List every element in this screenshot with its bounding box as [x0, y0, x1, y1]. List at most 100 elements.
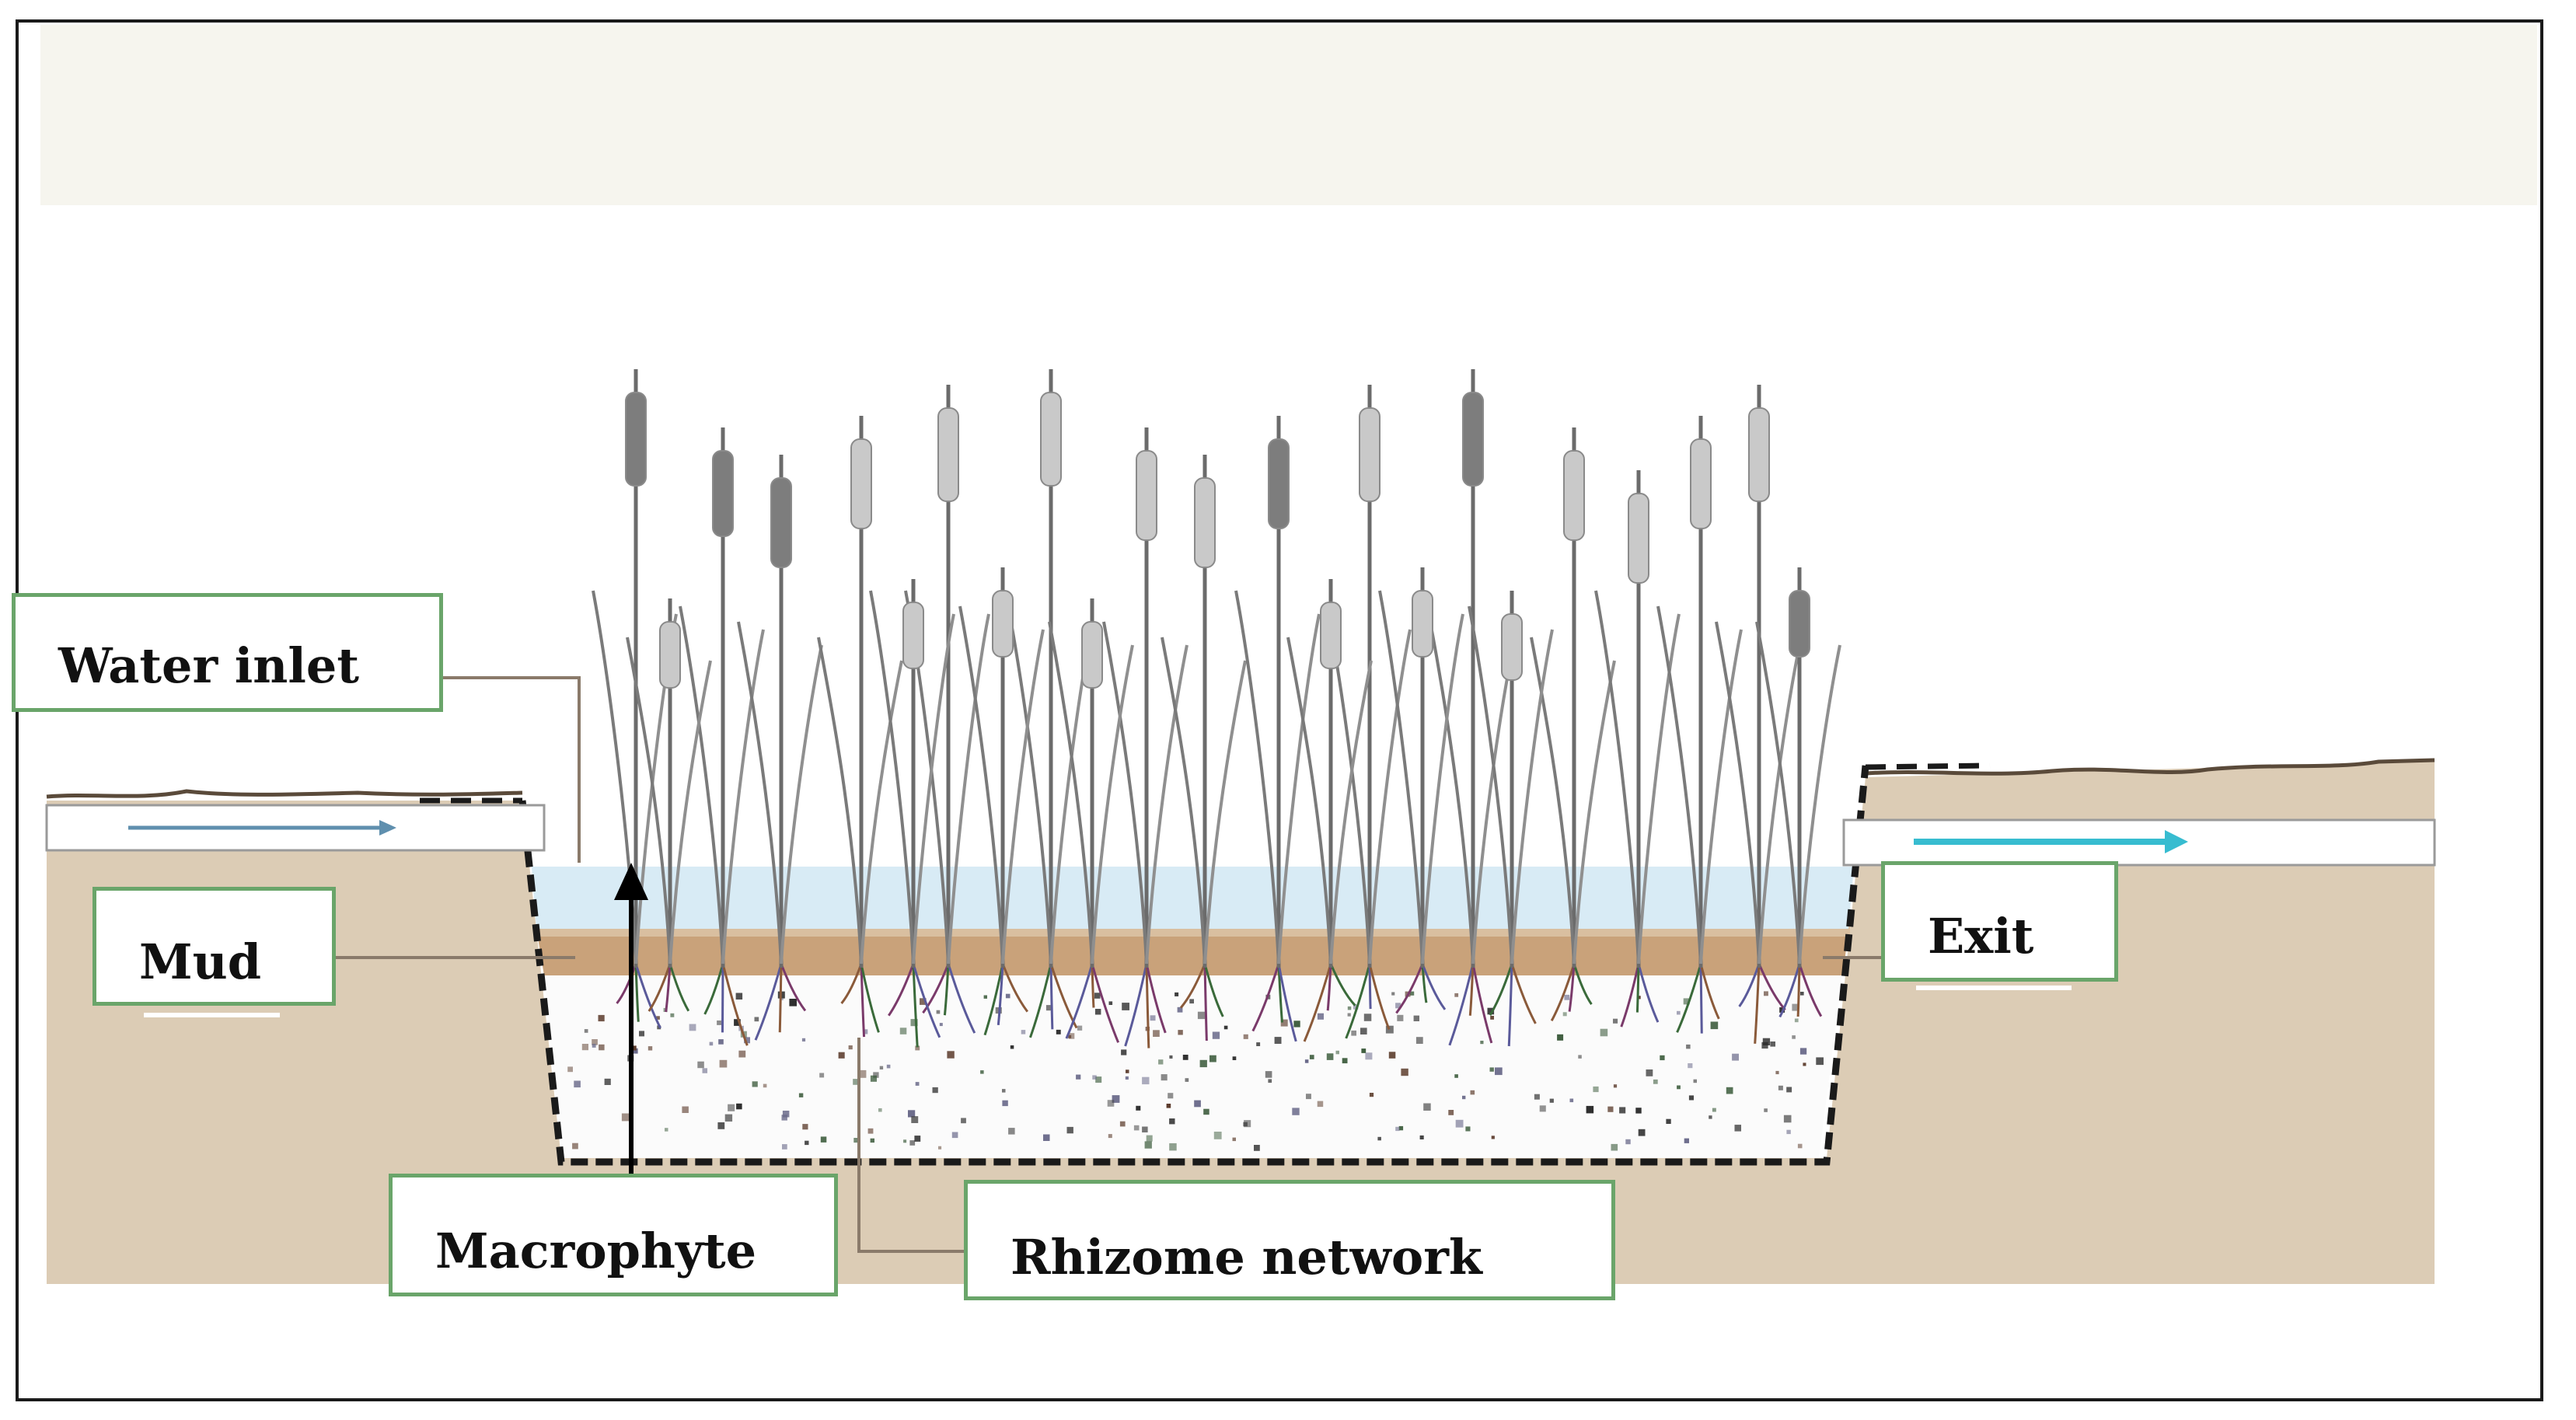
rhizome-root: [1049, 963, 1054, 1030]
gravel-particle: [1232, 1056, 1237, 1060]
rhizome-root: [1065, 963, 1094, 1039]
rhizome-root: [1550, 963, 1576, 1022]
gravel-particle: [1684, 1138, 1689, 1143]
gravel-particle: [1194, 1100, 1201, 1108]
right-soil-surface: [1865, 758, 2435, 776]
gravel-particle: [1005, 993, 1011, 999]
gravel-particle: [719, 1059, 728, 1068]
gravel-particle: [1448, 1110, 1454, 1115]
gravel-particle: [1778, 1085, 1783, 1090]
gravel-particle: [1637, 996, 1641, 1000]
rhizome-root: [780, 963, 807, 1012]
gravel-particle: [1265, 1071, 1272, 1078]
inlet-flow-arrowhead: [379, 820, 396, 836]
gravel-particle: [1797, 1143, 1803, 1149]
gravel-particle: [1764, 991, 1768, 996]
gravel-particle: [1712, 1108, 1716, 1112]
gravel-particle: [1613, 1084, 1618, 1088]
gravel-particle: [951, 1132, 958, 1139]
rhizome-root: [1635, 963, 1640, 1013]
gravel-particle: [1133, 1125, 1140, 1131]
gravel-particle: [736, 1103, 742, 1110]
water-inlet-label: Water inlet: [58, 637, 360, 694]
gravel-particle: [632, 1048, 638, 1054]
gravel-particle: [1178, 1030, 1183, 1035]
gravel-particle: [1666, 1118, 1671, 1124]
gravel-particle: [801, 1038, 806, 1041]
rhizome-root: [1001, 963, 1028, 1013]
gravel-particle: [983, 995, 987, 999]
gravel-particle: [1480, 1041, 1484, 1045]
rhizome-root: [721, 963, 749, 1046]
gravel-particle: [1491, 1136, 1495, 1139]
reed-leaf: [1757, 644, 1801, 965]
gravel-particle: [1317, 1101, 1324, 1108]
gravel-particle: [1625, 1139, 1631, 1145]
rhizome-root: [1203, 963, 1224, 1017]
reed-leaf: [1368, 629, 1412, 965]
gravel-particle: [798, 1093, 804, 1097]
gravel-particle: [574, 1080, 581, 1088]
gravel-particle: [738, 1050, 746, 1058]
water-inlet-leader-line: [443, 676, 581, 863]
gravel-particle: [1146, 1135, 1153, 1142]
reed-head: [1563, 450, 1585, 541]
gravel-particle: [1495, 1067, 1503, 1076]
reed-leaf: [947, 613, 990, 965]
gravel-particle: [724, 1114, 733, 1122]
gravel-particle: [915, 1045, 920, 1051]
gravel-particle: [1653, 1079, 1658, 1084]
rhizome-root: [947, 963, 976, 1034]
rhizome-root: [634, 963, 661, 1029]
gravel-particle: [1161, 1074, 1168, 1081]
gravel-particle: [1280, 1019, 1288, 1027]
basin-liner: [518, 765, 1869, 1166]
macrophyte-label-box: Macrophyte: [389, 1174, 838, 1296]
rhizome-root: [912, 963, 941, 1038]
rhizome-root: [1471, 963, 1493, 1044]
rhizome-root: [1754, 963, 1761, 1044]
reed-head: [1628, 493, 1649, 584]
gravel-particle: [1213, 1132, 1222, 1139]
rhizome-root: [1091, 963, 1095, 1008]
gravel-particle: [961, 1118, 966, 1124]
gravel-particle: [1203, 1108, 1209, 1115]
reed-leaf: [1755, 621, 1801, 965]
gravel-particle: [1385, 1025, 1394, 1034]
gravel-particle: [1638, 1129, 1646, 1136]
gravel-particle: [581, 1044, 588, 1051]
rhizome-root: [1421, 963, 1447, 1010]
gravel-particle: [1369, 1093, 1374, 1097]
gravel-particles: [567, 991, 1824, 1151]
gravel-particle: [789, 999, 797, 1007]
rhizome-root: [1798, 963, 1823, 1017]
gravel-particle: [754, 1017, 759, 1022]
gravel-particle: [702, 1068, 707, 1073]
gravel-particle: [1043, 1134, 1050, 1141]
mud-label: Mud: [139, 933, 262, 990]
gravel-particle: [1462, 1095, 1466, 1100]
gravel-particle: [1786, 1129, 1791, 1135]
gravel-particle: [1122, 1003, 1129, 1010]
reed-leaf: [1234, 590, 1280, 965]
gravel-particle: [939, 1023, 943, 1027]
reed-leaf: [869, 590, 915, 965]
gravel-particle: [1293, 1021, 1300, 1027]
gravel-particle: [1169, 1118, 1175, 1125]
gravel-particle: [689, 1024, 696, 1031]
rhizome-root: [1091, 963, 1120, 1043]
reed-head: [902, 602, 924, 669]
reed-leaf: [1637, 613, 1681, 965]
gravel-particle: [1586, 1105, 1594, 1114]
gravel-particle: [782, 1144, 787, 1150]
gravel-particle: [1158, 1059, 1164, 1065]
gravel-particle: [1212, 1031, 1220, 1039]
rhizome-network-label-box: Rhizome network: [964, 1180, 1615, 1300]
exit-label: Exit: [1928, 908, 2034, 965]
gravel-particle: [1209, 1055, 1216, 1062]
rhizome-root: [1620, 963, 1640, 1027]
reed-leaf: [817, 637, 863, 965]
rhizome-root: [1124, 963, 1148, 1047]
gravel-particle: [1557, 1034, 1564, 1041]
gravel-particle: [1243, 1122, 1248, 1127]
